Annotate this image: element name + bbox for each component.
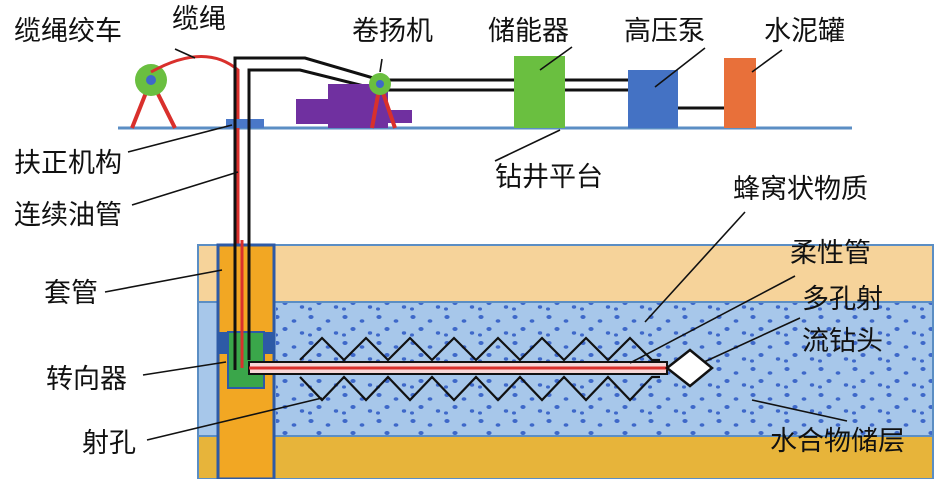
hoist — [296, 73, 412, 129]
accumulator — [514, 56, 565, 128]
label-perforation: 射孔 — [82, 428, 136, 459]
label-hydrate-reservoir: 水合物储层 — [770, 426, 905, 457]
overburden-layer — [198, 245, 933, 302]
cable — [150, 55, 660, 367]
label-centralizer: 扶正机构 — [14, 148, 122, 179]
coiled-tubing-inner — [247, 68, 515, 365]
honeycomb-zigzag — [299, 336, 660, 362]
label-cable: 缆绳 — [172, 4, 226, 35]
diverter — [227, 331, 265, 389]
cement-tank — [724, 58, 756, 128]
coiled-tubing-outer — [233, 56, 515, 365]
label-flexible-pipe: 柔性管 — [790, 238, 871, 269]
label-drill-platform: 钻井平台 — [495, 162, 603, 193]
honeycomb-zigzag-lower — [299, 375, 660, 402]
casing-seal-left — [218, 332, 228, 354]
label-jet-bit-1: 多孔射 — [802, 284, 883, 315]
jet-drill-bit — [664, 348, 714, 388]
leader-lines — [104, 46, 848, 441]
cable-winch — [130, 64, 177, 129]
label-coiled-tubing: 连续油管 — [14, 200, 122, 231]
label-jet-bit-2: 流钻头 — [802, 326, 883, 357]
label-diverter: 转向器 — [46, 364, 127, 395]
underburden-layer — [198, 436, 933, 479]
label-cement-tank: 水泥罐 — [764, 16, 845, 47]
centralizer — [226, 119, 264, 128]
label-casing: 套管 — [44, 278, 98, 309]
label-hoist: 卷扬机 — [352, 16, 433, 47]
label-cable-winch: 缆绳绞车 — [14, 16, 122, 47]
label-hp-pump: 高压泵 — [624, 16, 705, 47]
label-honeycomb: 蜂窝状物质 — [733, 174, 868, 205]
formation-border — [197, 244, 934, 479]
casing-seal-right — [264, 332, 274, 354]
label-accumulator: 储能器 — [488, 16, 569, 47]
hp-pump — [628, 70, 678, 128]
